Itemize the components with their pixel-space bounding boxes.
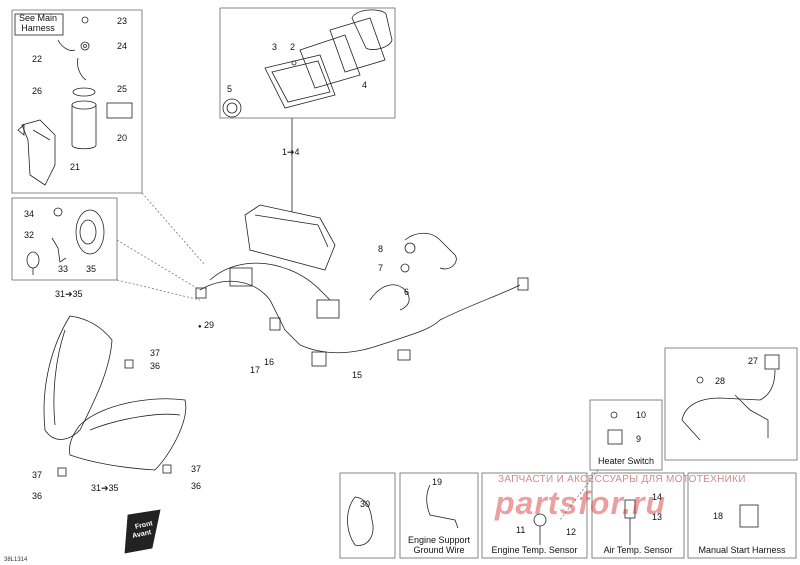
callout-33: 33 <box>58 264 69 274</box>
harness-note-box: See Main Harness <box>15 12 61 34</box>
inset-small-parts <box>347 354 780 546</box>
heater-switch-label: Heater Switch <box>597 456 655 466</box>
callout-19: 19 <box>432 477 443 487</box>
callout-4: 4 <box>362 80 368 90</box>
callout-37-right: 37 <box>191 464 202 474</box>
air-temp-sensor-label: Air Temp. Sensor <box>603 545 673 555</box>
callout-20: 20 <box>117 133 128 143</box>
callout-31-35-top: 31➔35 <box>55 289 83 299</box>
callout-37-top: 37 <box>150 348 161 358</box>
callout-22: 22 <box>32 54 43 64</box>
drawing-code: 38L1314 <box>4 557 28 563</box>
callout-10: 10 <box>636 410 647 420</box>
callout-7: 7 <box>378 263 384 273</box>
callout-36-left: 36 <box>32 491 43 501</box>
watermark-tagline: ЗАПЧАСТИ И АКСЕССУАРЫ ДЛЯ МОТОТЕХНИКИ <box>498 474 746 485</box>
callout-14: 14 <box>652 492 663 502</box>
callout-23: 23 <box>117 16 128 26</box>
callout-6: 6 <box>404 287 410 297</box>
callout-31-35-bottom: 31➔35 <box>91 483 119 493</box>
callout-17: 17 <box>250 365 261 375</box>
callout-27: 27 <box>748 356 759 366</box>
callout-13: 13 <box>652 512 663 522</box>
dashed-leaders <box>116 192 599 521</box>
callout-36-right: 36 <box>191 481 202 491</box>
callout-29-num: 29 <box>204 320 215 330</box>
callout-35: 35 <box>86 264 97 274</box>
front-arrow-icon <box>124 509 161 554</box>
callout-21: 21 <box>70 162 81 172</box>
manual-start-harness-label: Manual Start Harness <box>698 545 786 555</box>
callout-16: 16 <box>264 357 275 367</box>
callout-3: 3 <box>272 42 278 52</box>
harness-note-label: See Main Harness <box>18 13 58 33</box>
callout-25: 25 <box>117 84 128 94</box>
callout-15: 15 <box>352 370 363 380</box>
harness-inset-parts <box>14 13 133 186</box>
engine-support-ground-wire-label: Engine Support Ground Wire <box>407 535 471 555</box>
callout-11: 11 <box>516 525 526 535</box>
watermark-brand: partsfor.ru <box>495 485 667 521</box>
callout-34: 34 <box>24 209 35 219</box>
callout-9: 9 <box>636 434 642 444</box>
callout-30: 30 <box>360 499 371 509</box>
callout-37-left: 37 <box>32 470 43 480</box>
inset-frames <box>11 7 798 559</box>
callout-5: 5 <box>227 84 233 94</box>
callout-29: ● <box>198 324 202 330</box>
gauge-inset-parts <box>222 9 393 118</box>
callout-24: 24 <box>117 41 128 51</box>
bulb-inset-parts <box>26 207 105 275</box>
engine-temp-sensor-label: Engine Temp. Sensor <box>491 545 578 555</box>
main-assembly <box>43 204 529 477</box>
callout-1-4: 1➔4 <box>282 147 300 157</box>
callout-32: 32 <box>24 230 35 240</box>
callout-36-top: 36 <box>150 361 161 371</box>
callout-26: 26 <box>32 86 43 96</box>
callout-18: 18 <box>713 511 724 521</box>
callout-2: 2 <box>290 42 296 52</box>
callout-12: 12 <box>566 527 577 537</box>
callout-8: 8 <box>378 244 384 254</box>
callout-28: 28 <box>715 376 726 386</box>
